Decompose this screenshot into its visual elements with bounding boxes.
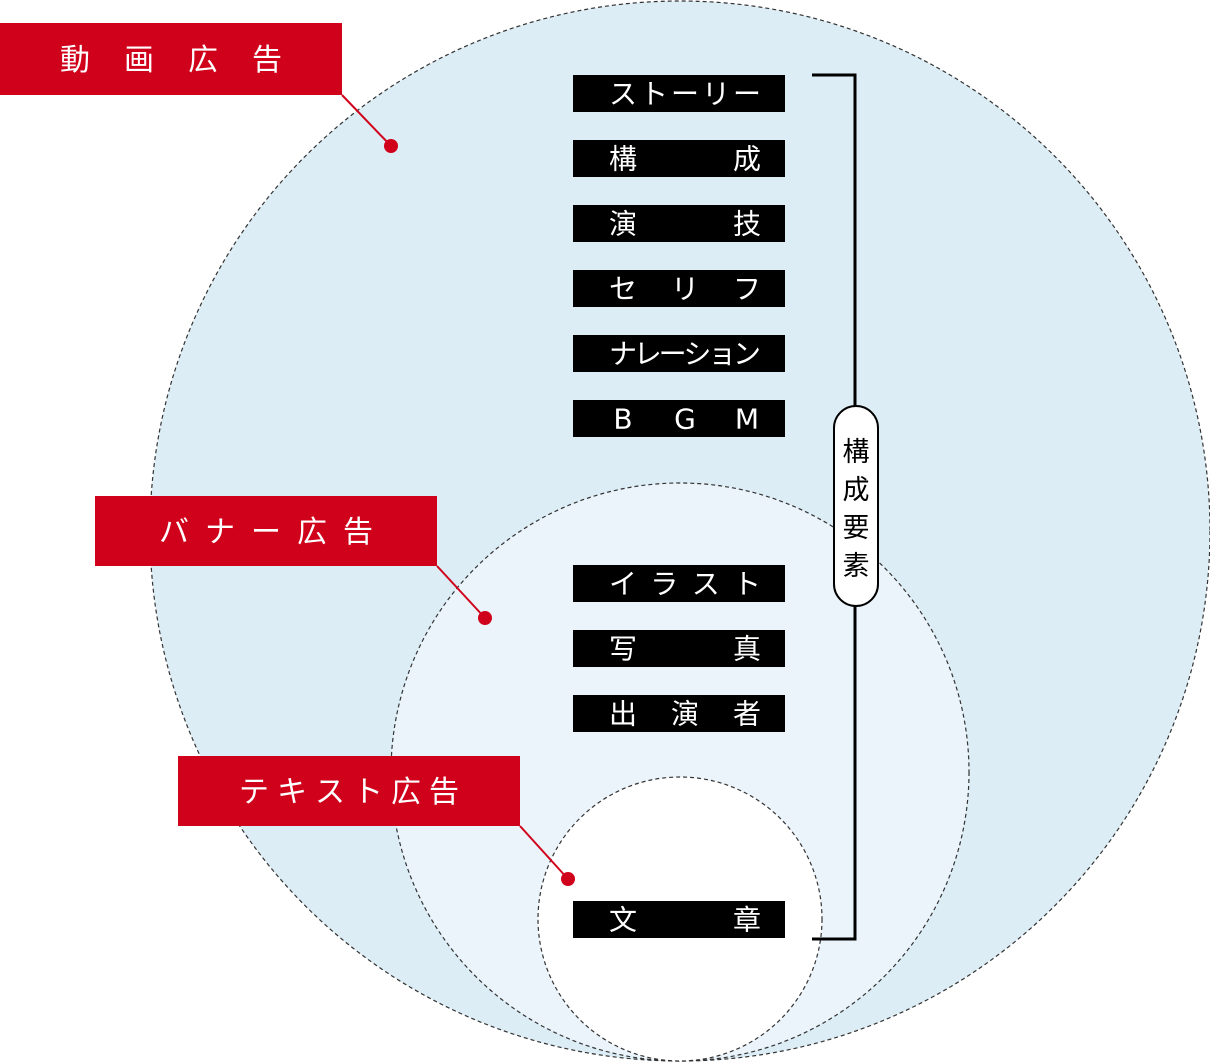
- bracket-label-char: 素: [843, 551, 870, 582]
- element-bar: [573, 630, 785, 667]
- label-text: テキスト広告: [239, 775, 459, 810]
- element-narration: ナレーション: [573, 335, 785, 372]
- bracket-label-pill: [833, 405, 879, 607]
- element-bar: [573, 335, 785, 372]
- label-video-ad: 動画広告: [0, 23, 398, 153]
- label-banner-ad: バナー広告: [95, 496, 492, 625]
- element-label: 文章: [609, 904, 761, 937]
- leader-line: [519, 825, 569, 880]
- label-text: 動画広告: [60, 43, 282, 78]
- element-bar: [573, 75, 785, 112]
- bracket-label-char: 成: [843, 475, 870, 506]
- bracket-label: 構成要素: [843, 437, 870, 582]
- element-photo: 写真: [573, 630, 785, 667]
- element-label: 写真: [609, 633, 761, 666]
- label-box: [0, 23, 342, 95]
- element-bar: [573, 140, 785, 177]
- element-label: 出演者: [609, 698, 761, 731]
- element-label: イラスト: [609, 568, 761, 601]
- leader-dot: [478, 611, 492, 625]
- element-label: ナレーション: [609, 338, 761, 371]
- element-label: ストーリー: [609, 78, 761, 111]
- leader-dot: [561, 872, 575, 886]
- leader-line: [341, 94, 392, 147]
- bracket-label-char: 構: [843, 437, 870, 468]
- label-box: [178, 756, 520, 826]
- element-label: 演技: [609, 208, 761, 241]
- element-acting: 演技: [573, 205, 785, 242]
- element-bar: [573, 205, 785, 242]
- element-bar: [573, 270, 785, 307]
- element-composition: 構成: [573, 140, 785, 177]
- element-illustration: イラスト: [573, 565, 785, 602]
- label-text-ad: テキスト広告: [178, 756, 575, 886]
- leader-dot: [384, 139, 398, 153]
- banner-ad-circle: [390, 482, 970, 1062]
- element-dialogue: セリフ: [573, 270, 785, 307]
- element-bar: [573, 400, 785, 437]
- label-box: [95, 496, 437, 566]
- label-text: バナー広告: [159, 515, 373, 550]
- element-bar: [573, 695, 785, 732]
- element-bar: [573, 565, 785, 602]
- bracket-label-char: 要: [843, 513, 870, 544]
- element-story: ストーリー: [573, 75, 785, 112]
- leader-line: [436, 565, 486, 619]
- element-label: 構成: [609, 143, 761, 176]
- element-bar: [573, 901, 785, 938]
- elements-bracket: 構成要素: [812, 73, 879, 941]
- ad-type-labels: 動画広告バナー広告テキスト広告: [0, 23, 575, 886]
- element-performer: 出演者: [573, 695, 785, 732]
- element-copy: 文章: [573, 901, 785, 938]
- element-label: セリフ: [609, 273, 761, 306]
